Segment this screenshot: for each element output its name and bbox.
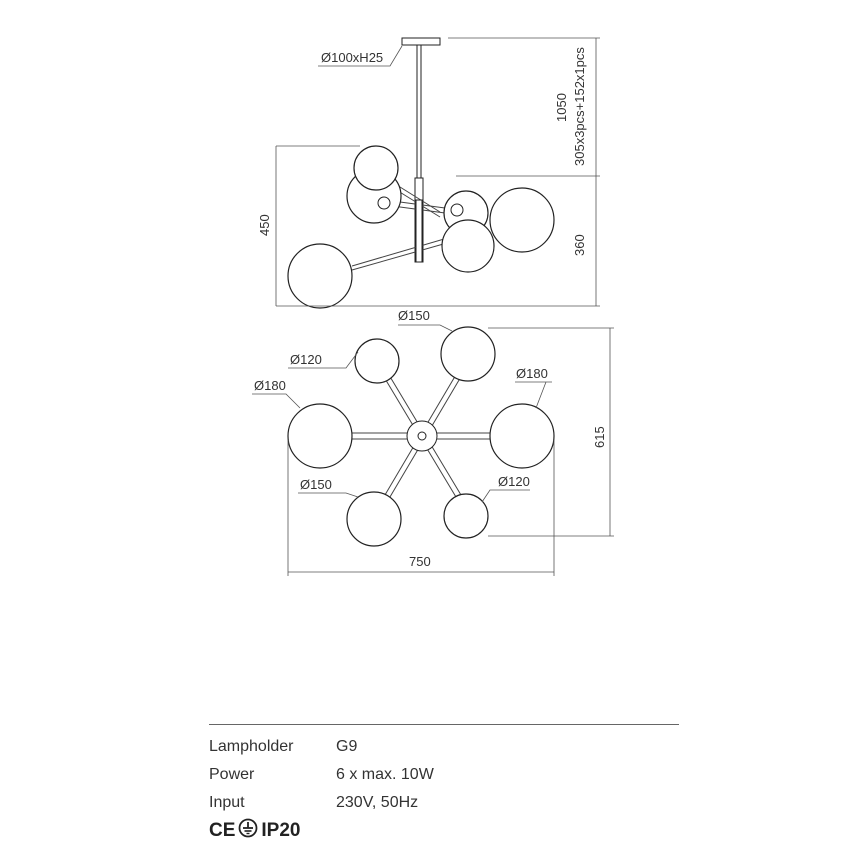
width-label: 750: [409, 554, 431, 569]
side-globe-large-left: [287, 243, 353, 309]
depth-label: 615: [592, 426, 607, 448]
canopy-label: Ø100xH25: [321, 50, 383, 65]
top-hub-center: [417, 431, 427, 441]
leader-120-right: [481, 489, 530, 503]
label-150-top: Ø150: [398, 308, 430, 323]
spec-key: Lampholder: [209, 738, 294, 755]
top-globe-150-top: [440, 326, 496, 382]
top-globe-180-left: [287, 403, 353, 469]
spec-row-power: Power 6 x max. 10W: [209, 761, 679, 789]
height-lower-label: 360: [572, 234, 587, 256]
top-globe-120-right: [443, 493, 489, 539]
spec-value: 6 x max. 10W: [336, 766, 434, 783]
leader-120-left: [288, 351, 359, 369]
side-globe-large-right: [489, 187, 555, 253]
label-150-bottom: Ø150: [300, 477, 332, 492]
label-180-left: Ø180: [254, 378, 286, 393]
spec-value: 230V, 50Hz: [336, 794, 419, 811]
leader-180-left: [252, 393, 301, 409]
leader-150-top: [398, 324, 453, 332]
top-view: Ø150 Ø120 Ø180 Ø180 Ø150 Ø120 750 615: [252, 308, 614, 576]
side-globe-small-top: [353, 145, 399, 191]
spec-divider: [209, 724, 679, 725]
spec-key: Power: [209, 766, 255, 783]
label-120-left: Ø120: [290, 352, 322, 367]
rod-spec-label: 305x3pcs+152x1pcs: [572, 47, 587, 166]
height-body-label: 450: [257, 214, 272, 236]
certification-marks: CE IP20: [209, 818, 301, 844]
side-view: Ø100xH25 1050 305x3pcs+152x1pcs 450 360: [257, 37, 600, 309]
ip20-mark: IP20: [261, 820, 301, 841]
height-total-label: 1050: [554, 93, 569, 122]
spec-table: Lampholder G9 Power 6 x max. 10W Input 2…: [209, 724, 679, 817]
leader-180-right: [515, 381, 552, 409]
label-180-right: Ø180: [516, 366, 548, 381]
spec-value: G9: [336, 738, 358, 755]
socket-2: [450, 203, 464, 217]
stem-front: [415, 199, 423, 263]
canopy: [401, 37, 441, 46]
top-globe-180-right: [489, 403, 555, 469]
spec-row-input: Input 230V, 50Hz: [209, 789, 679, 817]
class-one-earth-icon: [238, 818, 258, 844]
socket-1: [377, 196, 391, 210]
label-120-right: Ø120: [498, 474, 530, 489]
spec-row-lampholder: Lampholder G9: [209, 733, 679, 761]
top-globe-120-left: [354, 338, 400, 384]
side-globe-front-right: [441, 219, 495, 273]
technical-drawing: Ø100xH25 1050 305x3pcs+152x1pcs 450 360: [252, 37, 614, 576]
canopy-leader: [318, 45, 403, 67]
top-globe-150-bottom: [346, 491, 402, 547]
leader-150-bottom: [298, 492, 359, 498]
spec-key: Input: [209, 794, 245, 811]
ce-mark-icon: CE: [209, 820, 236, 841]
